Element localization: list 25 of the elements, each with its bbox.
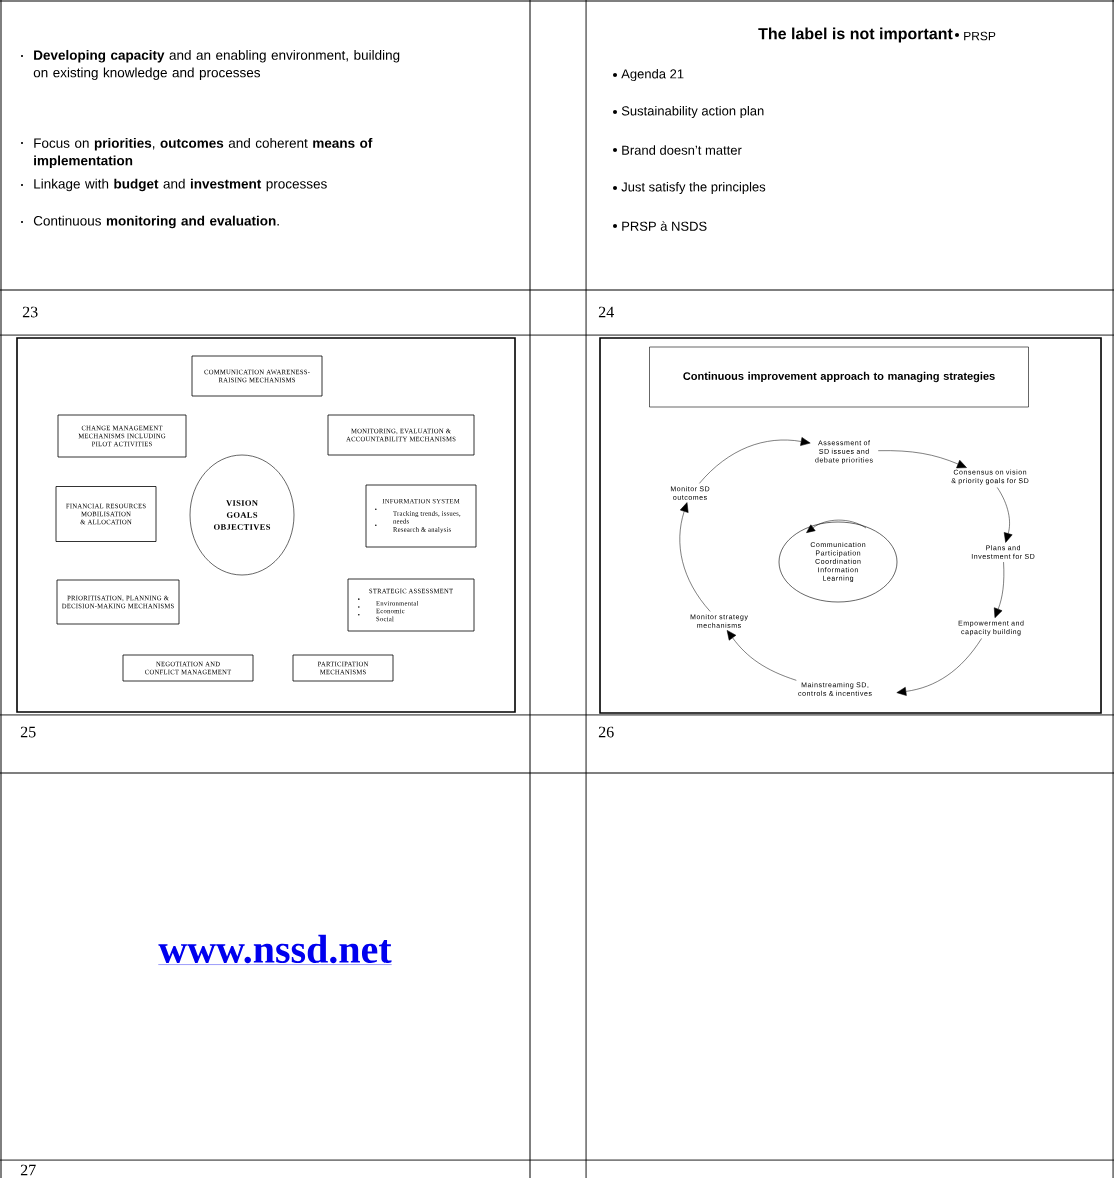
bullet-text: Developing capacity and an enabling environment, building on existing knowledge and processes: [33, 49, 400, 81]
bullet-text: Sustainability action plan: [621, 105, 764, 119]
slide-number: 26: [598, 726, 614, 738]
bullet-text: Linkage with budget and investment processes: [34, 178, 327, 192]
bullet-text: Brand doesn’t matter: [622, 145, 742, 155]
bullet-text: PRSP: [964, 31, 996, 41]
arrow: [699, 437, 811, 484]
arrow: [996, 487, 1013, 543]
bullet-text: Continuous monitoring and evaluation.: [33, 215, 279, 229]
title-box: Continuous improvement approach to managing strategies: [649, 346, 1029, 408]
arrow: [679, 502, 711, 612]
bullet-text: Agenda 21: [621, 68, 684, 82]
slide-title: The label is not important: [758, 27, 953, 43]
bullet-text: PRSP à NSDS: [622, 221, 707, 231]
slide-number: 23: [22, 306, 38, 318]
slide-number: 25: [20, 726, 36, 738]
arrow: [994, 561, 1005, 618]
arrow: [877, 450, 967, 469]
slide-number: 24: [598, 306, 614, 318]
arrow: [896, 638, 982, 696]
slide-number: 27: [20, 1164, 36, 1176]
bullet-text: Focus on priorities, outcomes and coherent means of implementation: [34, 137, 373, 169]
link: www.nssd.net: [158, 934, 392, 965]
bullet-text: Just satisfy the principles: [621, 181, 766, 195]
arrow: [726, 630, 797, 681]
